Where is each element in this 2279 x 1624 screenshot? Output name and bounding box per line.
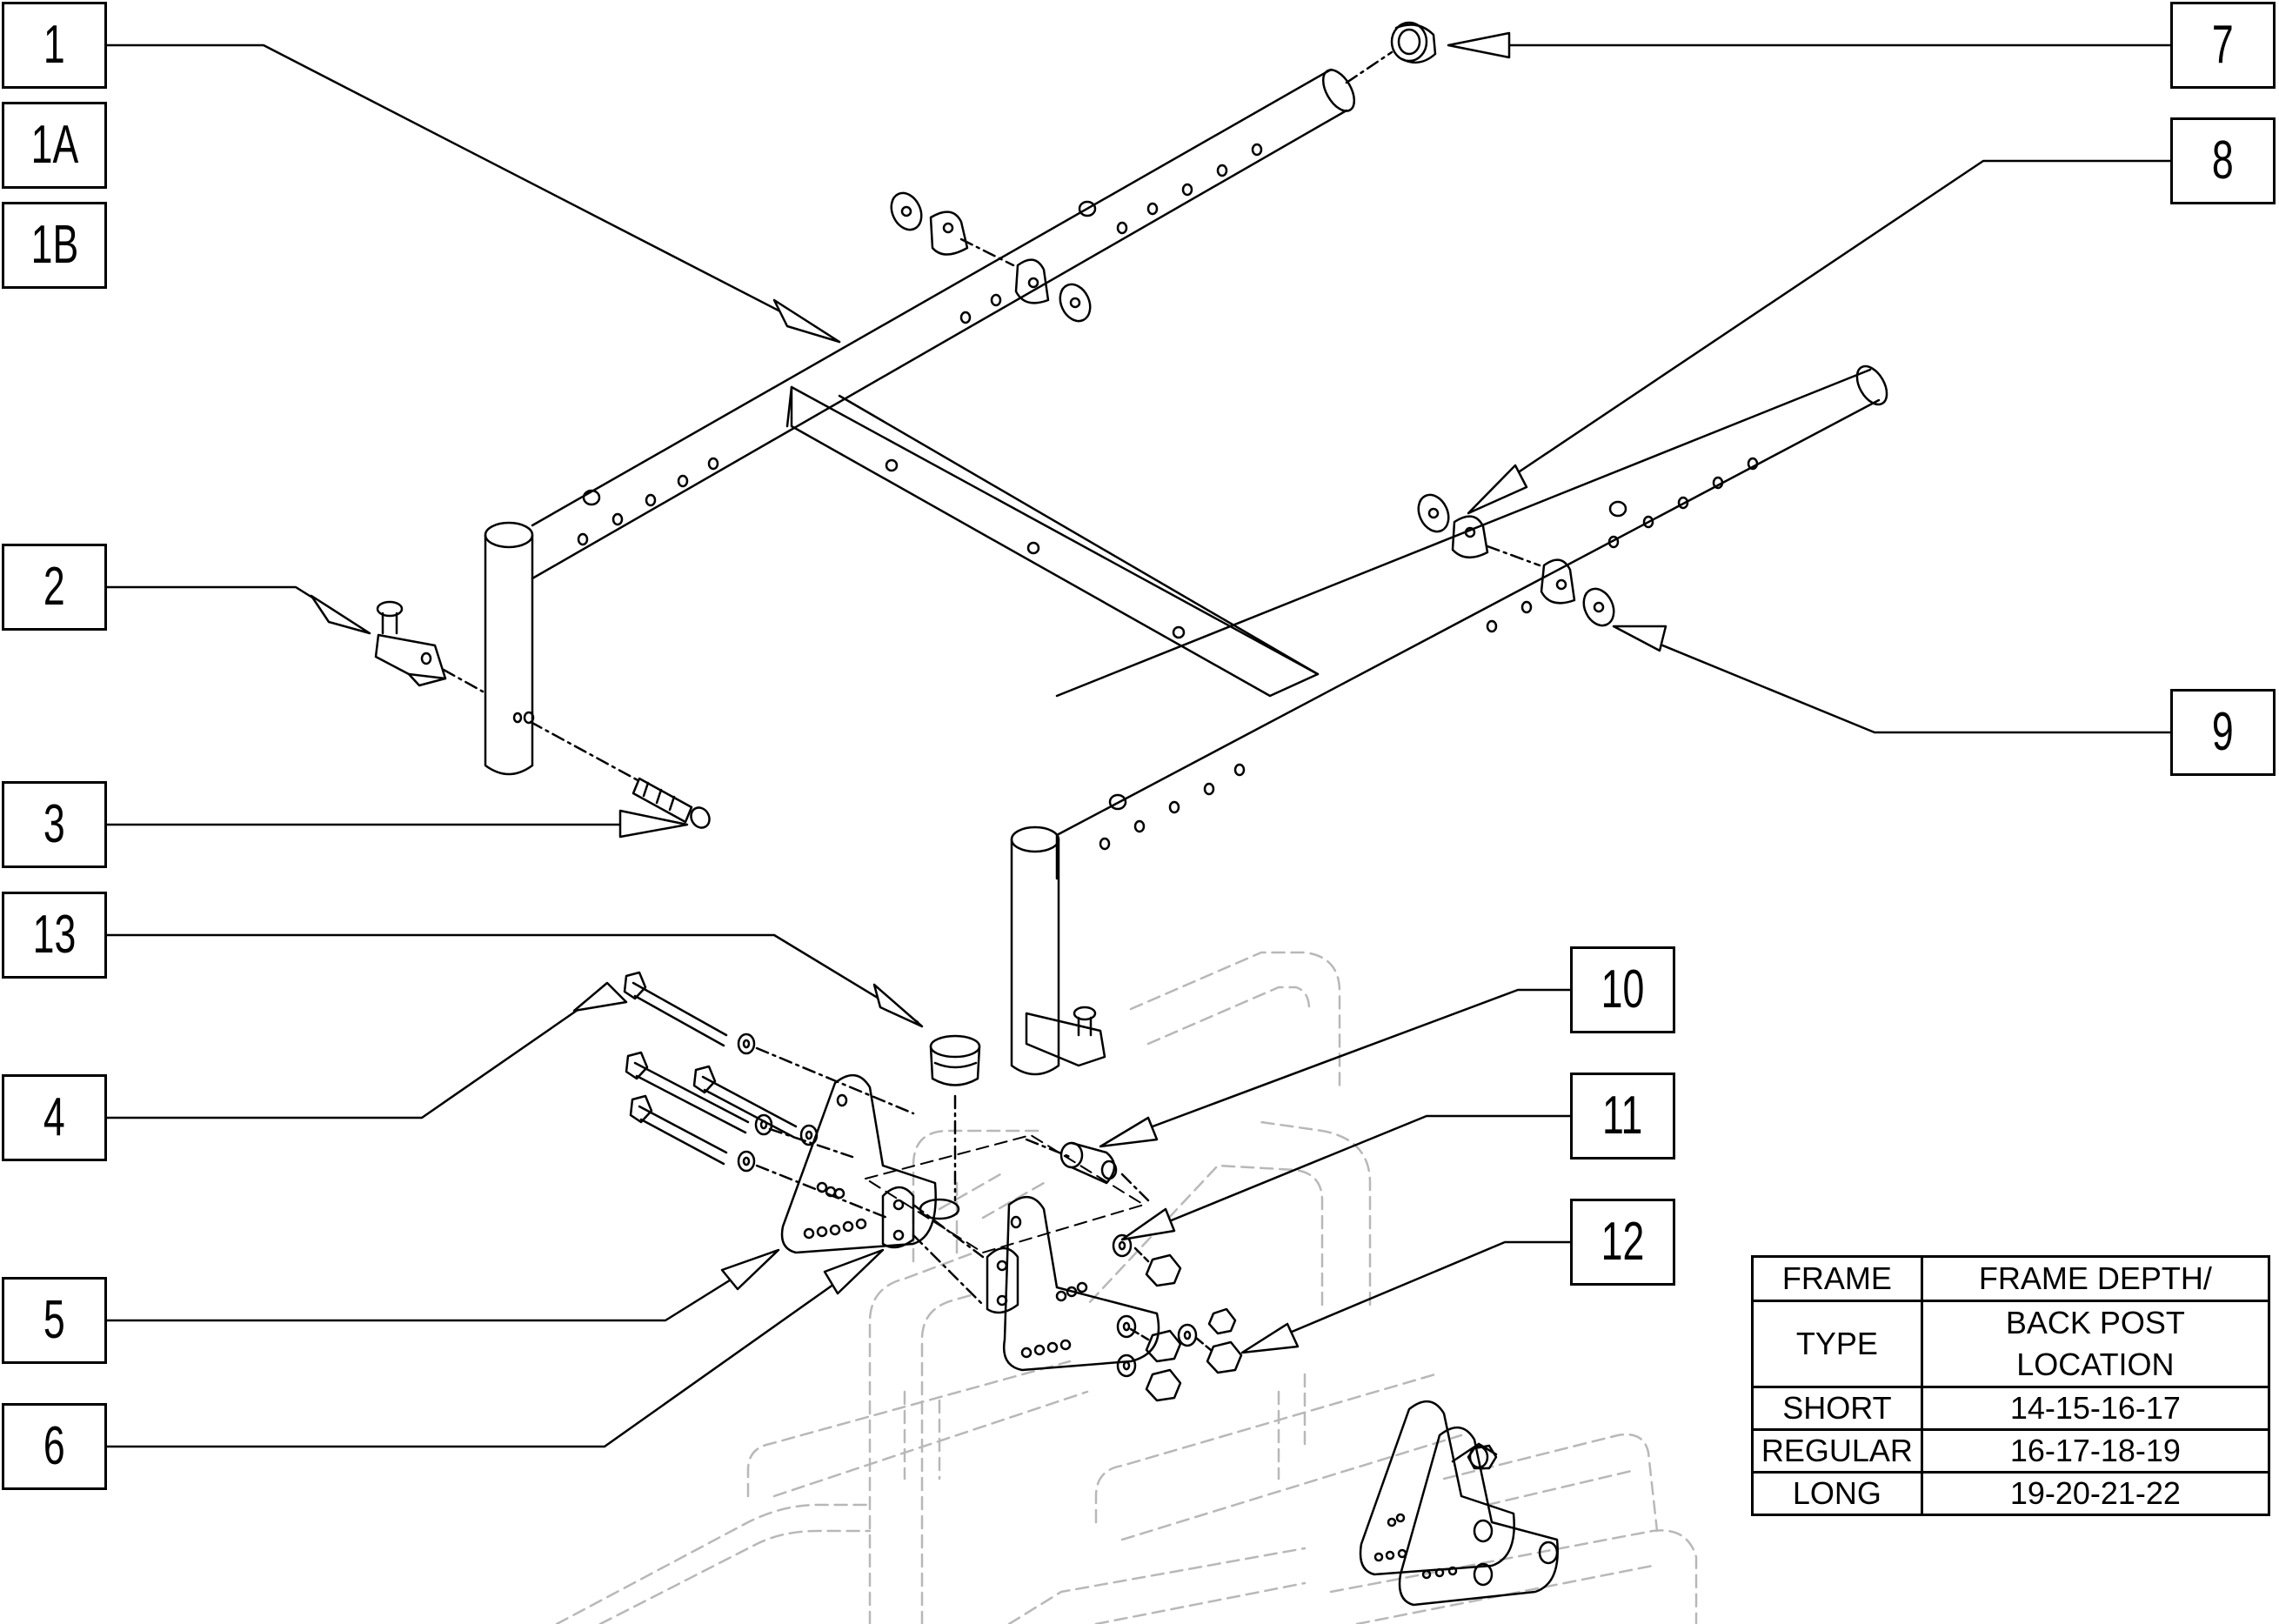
- callout-9: 9: [2170, 689, 2276, 776]
- table-row: SHORT 14-15-16-17: [1751, 1386, 2271, 1431]
- washers-nuts-part-11-12: [1112, 1233, 1243, 1402]
- table-header-row-1: FRAME FRAME DEPTH/: [1751, 1255, 2271, 1302]
- frame-depth-table: FRAME FRAME DEPTH/ TYPE BACK POST LOCATI…: [1751, 1255, 2271, 1516]
- callout-1a-label: 1A: [30, 115, 78, 175]
- assembled-bracket-holes: [1373, 1513, 1458, 1580]
- header-type: TYPE: [1751, 1300, 1923, 1388]
- plates-part-5: [780, 1074, 1160, 1372]
- frame-type-cell: SHORT: [1751, 1386, 1923, 1431]
- callout-5: 5: [2, 1277, 107, 1364]
- seat-frame-part-1: [484, 68, 1888, 1076]
- clamp-knob-part-10: [1025, 1138, 1150, 1202]
- table-header-row-2: TYPE BACK POST LOCATION: [1751, 1300, 2271, 1388]
- assembled-bracket: [1359, 1400, 1559, 1607]
- frame-type-cell: LONG: [1751, 1471, 1923, 1516]
- bracket-upper-part-8: [890, 191, 1092, 323]
- callout-1-label: 1: [43, 15, 65, 75]
- callout-1b-label: 1B: [30, 215, 78, 275]
- callout-12: 12: [1570, 1199, 1675, 1286]
- callout-12-label: 12: [1601, 1212, 1645, 1272]
- assembly-guide-box: [865, 1134, 1145, 1253]
- frame-type-cell: REGULAR: [1751, 1428, 1923, 1474]
- callout-13: 13: [2, 892, 107, 979]
- table-row: LONG 19-20-21-22: [1751, 1471, 2271, 1516]
- callout-13-label: 13: [32, 905, 77, 965]
- callout-4-label: 4: [43, 1087, 65, 1147]
- frame-depth-cell: 19-20-21-22: [1920, 1471, 2271, 1516]
- cap-part-13: [929, 1034, 981, 1202]
- callout-11: 11: [1570, 1073, 1675, 1160]
- clamp-part-2: [374, 600, 485, 693]
- end-plug-part-7: [1345, 21, 1437, 84]
- callout-4: 4: [2, 1074, 107, 1161]
- callout-1: 1: [2, 2, 107, 89]
- plate-holes: [803, 1093, 1088, 1359]
- callout-1a: 1A: [2, 102, 107, 189]
- callout-10-label: 10: [1601, 959, 1645, 1019]
- leader-lines: [105, 43, 2172, 1448]
- header-frame: FRAME: [1751, 1255, 1923, 1302]
- callout-11-label: 11: [1602, 1086, 1643, 1146]
- phantom-chassis: [555, 951, 1698, 1624]
- upper-tube-holes: [577, 143, 1263, 546]
- callout-3: 3: [2, 781, 107, 868]
- bolt-part-3: [529, 720, 711, 829]
- header-frame-depth: FRAME DEPTH/: [1920, 1255, 2271, 1302]
- callout-5-label: 5: [43, 1290, 65, 1350]
- post-socket: [919, 1198, 960, 1220]
- lower-tube-holes: [1099, 457, 1759, 851]
- callout-8: 8: [2170, 117, 2276, 204]
- callout-1b: 1B: [2, 202, 107, 289]
- clamp-right-post: [1025, 1006, 1106, 1067]
- callout-6-label: 6: [43, 1416, 65, 1476]
- callout-7: 7: [2170, 2, 2276, 89]
- bracket-lower-part-8-9: [1417, 493, 1615, 627]
- leader-arrowheads: [310, 31, 1667, 1354]
- frame-depth-cell: 16-17-18-19: [1920, 1428, 2271, 1474]
- callout-8-label: 8: [2212, 130, 2234, 190]
- table-row: REGULAR 16-17-18-19: [1751, 1428, 2271, 1474]
- callout-6: 6: [2, 1403, 107, 1490]
- callout-7-label: 7: [2212, 15, 2234, 75]
- spacers-part-6: [881, 1186, 1019, 1314]
- frame-depth-cell: 14-15-16-17: [1920, 1386, 2271, 1431]
- callout-2: 2: [2, 544, 107, 631]
- callout-2-label: 2: [43, 557, 65, 617]
- callout-9-label: 9: [2212, 702, 2234, 762]
- callout-3-label: 3: [43, 794, 65, 854]
- callout-10: 10: [1570, 946, 1675, 1033]
- header-back-post-location: BACK POST LOCATION: [1920, 1300, 2271, 1388]
